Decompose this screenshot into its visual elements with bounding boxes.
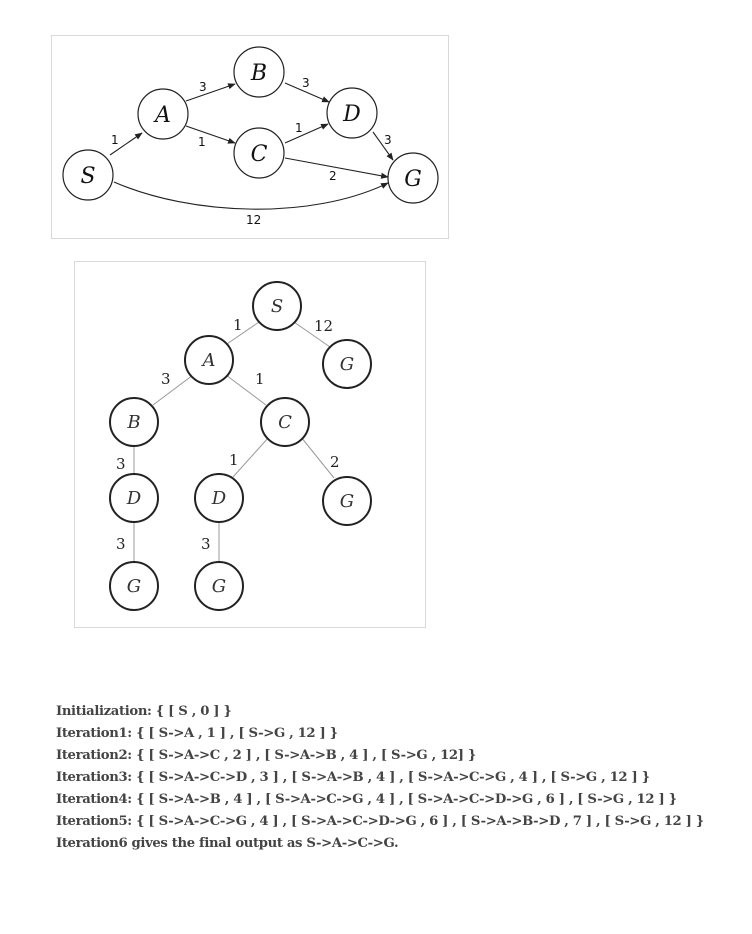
tree-edge-c-g [300, 436, 335, 479]
edge-c-g [284, 157, 389, 179]
tree-node-g-under-cd-label: G [212, 576, 226, 597]
node-s: S [62, 149, 114, 201]
tree-node-root-s: S [252, 281, 302, 331]
node-a-label: A [153, 103, 171, 128]
iteration-5-line: Iteration5: { [ S->A->C->G , 4 ] , [ S->… [56, 814, 704, 829]
tree-node-d-under-c: D [194, 473, 244, 523]
node-c-label: C [251, 142, 268, 167]
tree-node-g-under-c-label: G [340, 491, 354, 512]
tree-edge-s-a [223, 321, 260, 347]
tree-node-d-under-b: D [109, 473, 159, 523]
node-s-label: S [80, 164, 95, 189]
weight-c-d: 1 [295, 121, 303, 135]
tree-node-b: B [109, 397, 159, 447]
node-d: D [326, 87, 378, 139]
tree-edge-a-c [225, 374, 267, 406]
weight-a-b: 3 [199, 80, 207, 94]
edge-d-g [372, 131, 394, 161]
tree-node-a: A [184, 335, 234, 385]
edge-s-g [113, 181, 389, 210]
weight-s-g: 12 [246, 213, 261, 227]
iteration-6-line: Iteration6 gives the final output as S->… [56, 836, 399, 851]
weighted-graph-diagram: 1 3 1 3 1 2 3 12 S A B C D G [51, 35, 449, 239]
edge-c-d [284, 123, 329, 144]
iteration-1-line: Iteration1: { [ S->A , 1 ] , [ S->G , 12… [56, 726, 338, 741]
tree-edge-c-d [232, 436, 270, 478]
edge-a-b [185, 83, 236, 102]
tree-weight-c-g: 2 [330, 453, 340, 471]
tree-weight-a-c: 1 [255, 370, 265, 388]
iteration-3-line: Iteration3: { [ S->A->C->D , 3 ] , [ S->… [56, 770, 650, 785]
weight-d-g: 3 [384, 133, 392, 147]
tree-node-g-top-label: G [340, 354, 354, 375]
tree-node-c-label: C [278, 412, 292, 433]
tree-node-a-label: A [201, 350, 216, 371]
tree-node-root-s-label: S [271, 296, 283, 317]
tree-weight-cd-g: 3 [201, 535, 211, 553]
iterations-text-block: Initialization: { [ S , 0 ] } Iteration1… [56, 701, 736, 855]
edge-b-d [284, 82, 330, 103]
edge-a-c [185, 125, 236, 144]
weight-b-d: 3 [302, 76, 310, 90]
node-g: G [387, 152, 439, 204]
node-a: A [137, 88, 189, 140]
node-b: B [233, 46, 285, 98]
tree-node-g-under-bd-label: G [127, 576, 141, 597]
tree-node-c: C [260, 397, 310, 447]
search-tree-diagram: 1 12 3 1 3 1 2 3 3 S A G B C [74, 261, 426, 628]
initialization-line: Initialization: { [ S , 0 ] } [56, 704, 232, 719]
tree-node-g-top: G [322, 339, 372, 389]
tree-node-d-under-b-label: D [126, 488, 142, 509]
tree-node-g-under-bd: G [109, 561, 159, 611]
tree-weight-c-d: 1 [229, 451, 239, 469]
tree-weight-s-a: 1 [233, 316, 243, 334]
tree-weight-b-d: 3 [116, 455, 126, 473]
tree-weight-s-g: 12 [314, 317, 333, 335]
tree-node-d-under-c-label: D [211, 488, 227, 509]
node-d-label: D [342, 102, 361, 127]
tree-edge-s-g [293, 321, 331, 348]
tree-weight-bd-g: 3 [116, 535, 126, 553]
iteration-4-line: Iteration4: { [ S->A->B , 4 ] , [ S->A->… [56, 792, 677, 807]
weight-a-c: 1 [198, 135, 206, 149]
search-tree-svg: 1 12 3 1 3 1 2 3 3 S A G B C [109, 281, 372, 611]
node-g-label: G [404, 167, 422, 192]
iteration-2-line: Iteration2: { [ S->A->C , 2 ] , [ S->A->… [56, 748, 476, 763]
tree-node-b-label: B [126, 412, 140, 433]
weight-s-a: 1 [111, 133, 119, 147]
tree-weight-a-b: 3 [161, 370, 171, 388]
node-c: C [233, 127, 285, 179]
node-b-label: B [250, 61, 267, 86]
tree-node-g-under-c: G [322, 476, 372, 526]
tree-edge-a-b [152, 374, 194, 406]
edge-s-a [109, 132, 143, 156]
weight-c-g: 2 [329, 169, 337, 183]
weighted-graph-svg: 1 3 1 3 1 2 3 12 S A B C D G [62, 46, 439, 227]
tree-node-g-under-cd: G [194, 561, 244, 611]
